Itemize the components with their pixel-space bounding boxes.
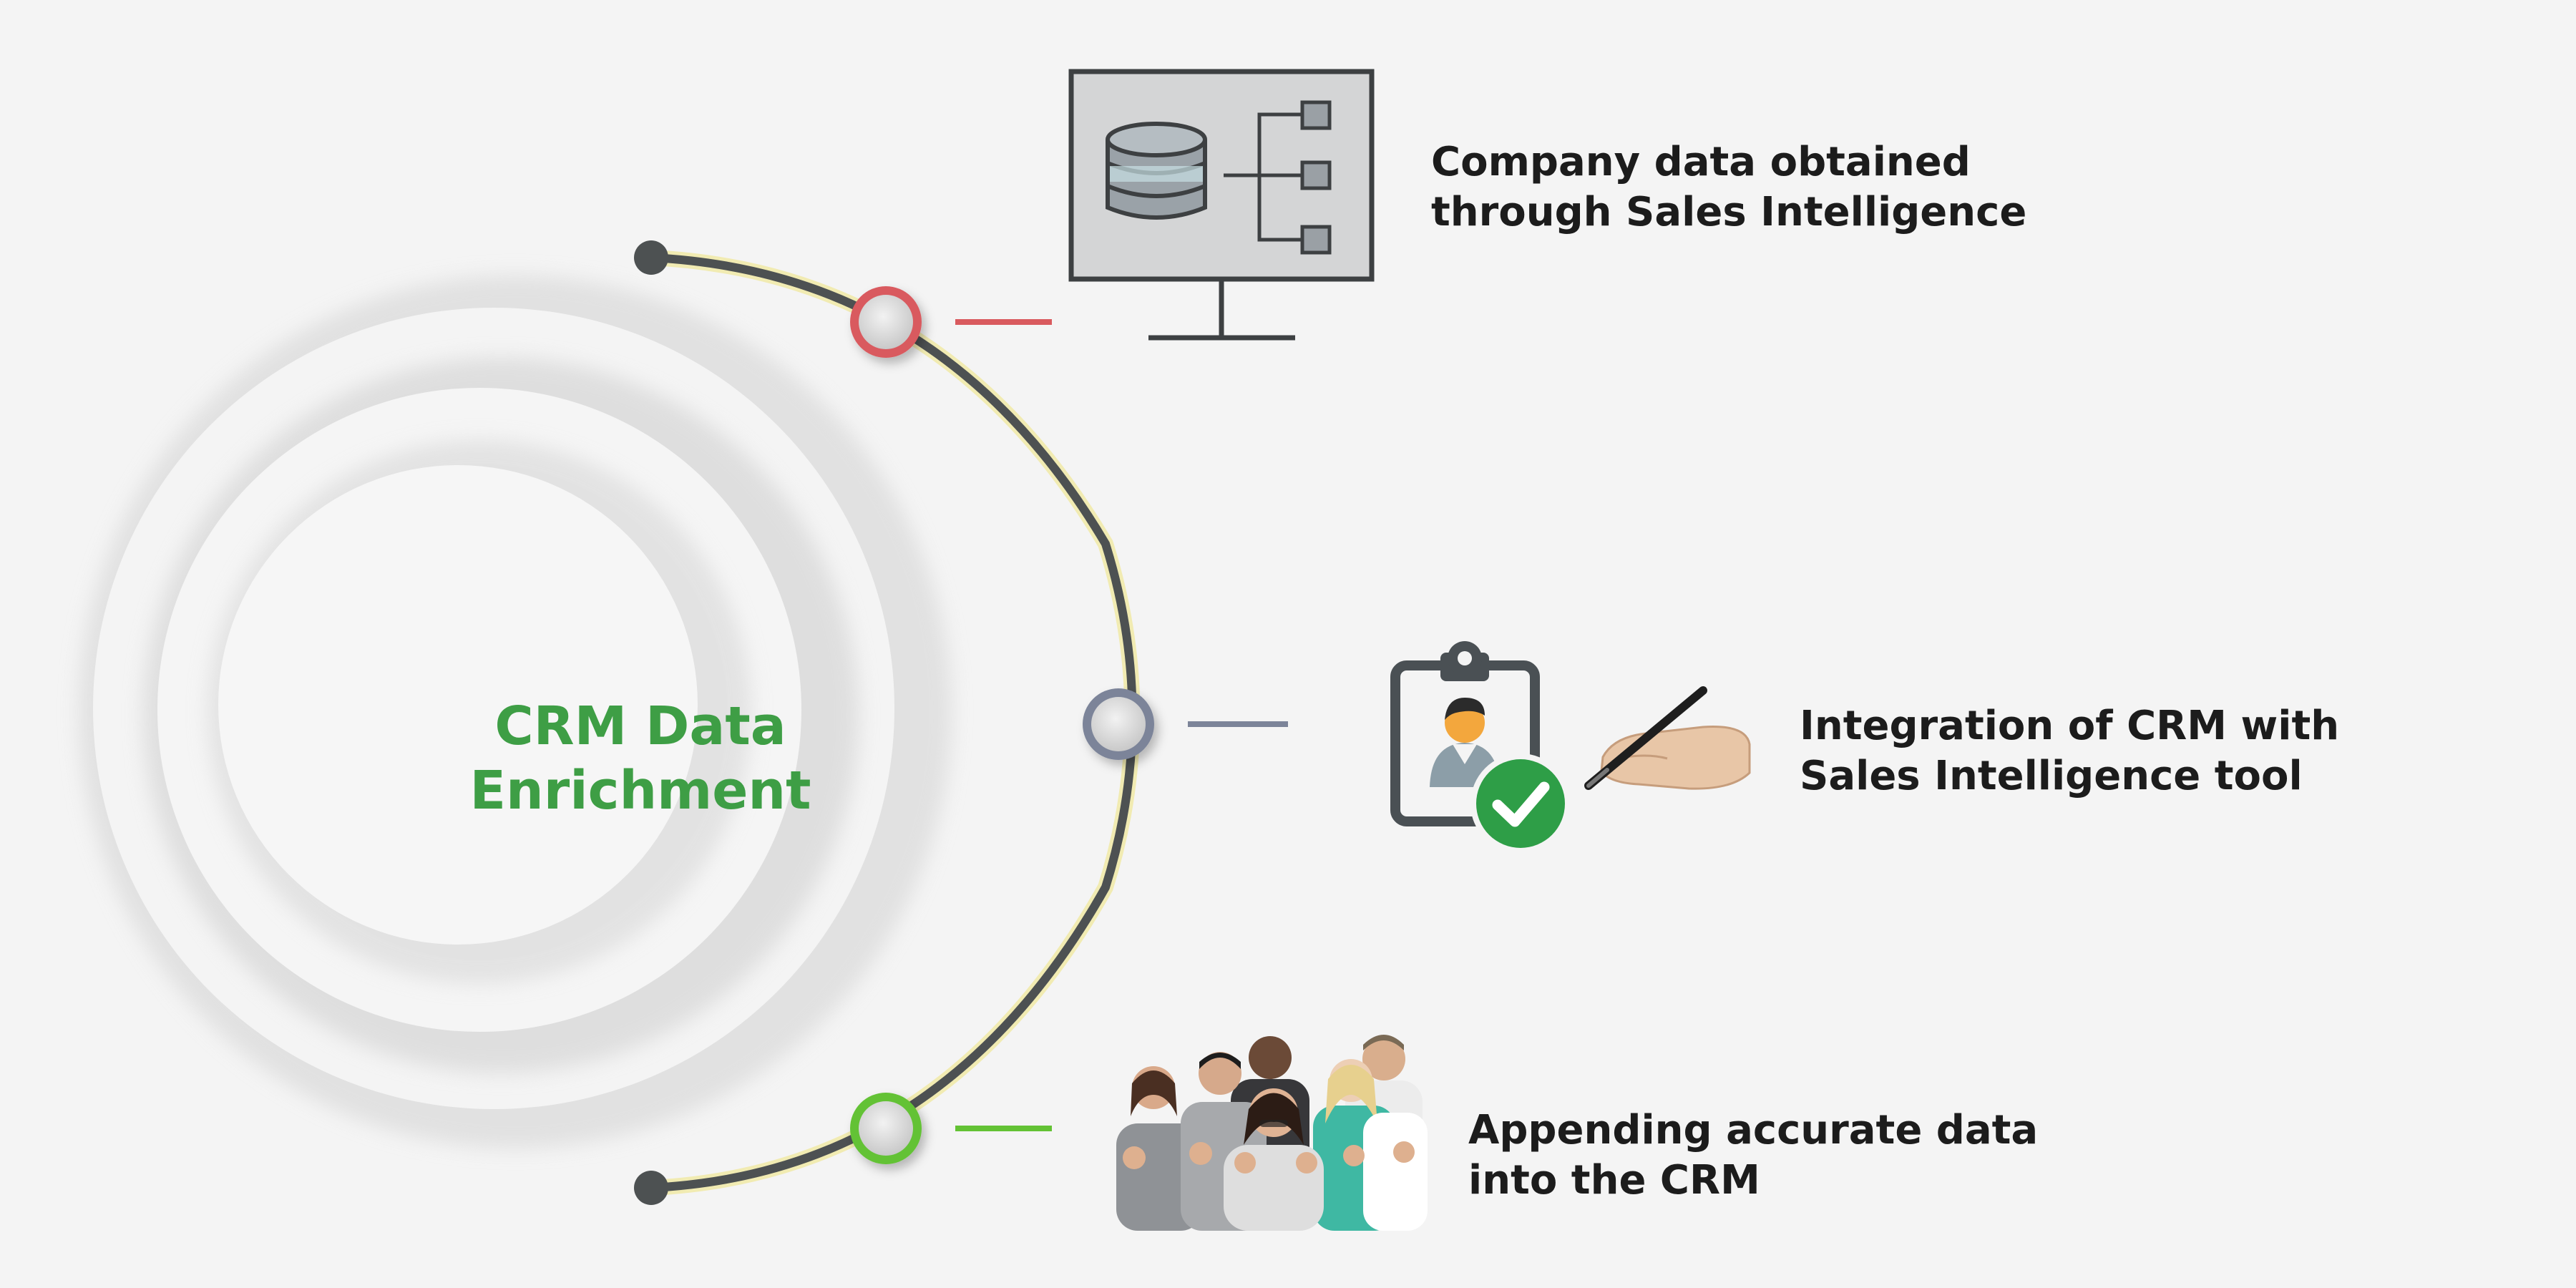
step-node-1: [850, 286, 1052, 358]
hand-pen-icon: [1584, 686, 1751, 790]
step-label-1-line-1: Company data obtained: [1431, 139, 1971, 185]
step-label-3-line-1: Appending accurate data: [1468, 1107, 2039, 1153]
background-rings: [79, 275, 952, 1148]
step-label-1: Company data obtained through Sales Inte…: [1431, 137, 2026, 238]
step-node-3: [850, 1093, 1052, 1164]
step-label-2: Integration of CRM with Sales Intelligen…: [1800, 701, 2339, 801]
clipboard-profile-check-icon: [1390, 641, 1751, 854]
step-label-2-line-1: Integration of CRM with: [1800, 703, 2340, 749]
step-label-3-line-2: into the CRM: [1468, 1157, 1760, 1204]
center-title-line-1: CRM Data: [494, 696, 786, 757]
step-node-2: [1083, 688, 1288, 760]
step-label-1-line-2: through Sales Intelligence: [1431, 189, 2027, 235]
step-label-2-line-2: Sales Intelligence tool: [1800, 753, 2303, 799]
database-monitor-icon: [1068, 69, 1375, 341]
arc-start-dot: [634, 240, 668, 275]
step-label-3: Appending accurate data into the CRM: [1468, 1106, 2038, 1206]
center-title-line-2: Enrichment: [469, 760, 811, 821]
team-thumbs-up-icon: [1116, 1035, 1428, 1231]
arc-end-dot: [634, 1171, 668, 1205]
center-title: CRM Data Enrichment: [415, 694, 866, 823]
